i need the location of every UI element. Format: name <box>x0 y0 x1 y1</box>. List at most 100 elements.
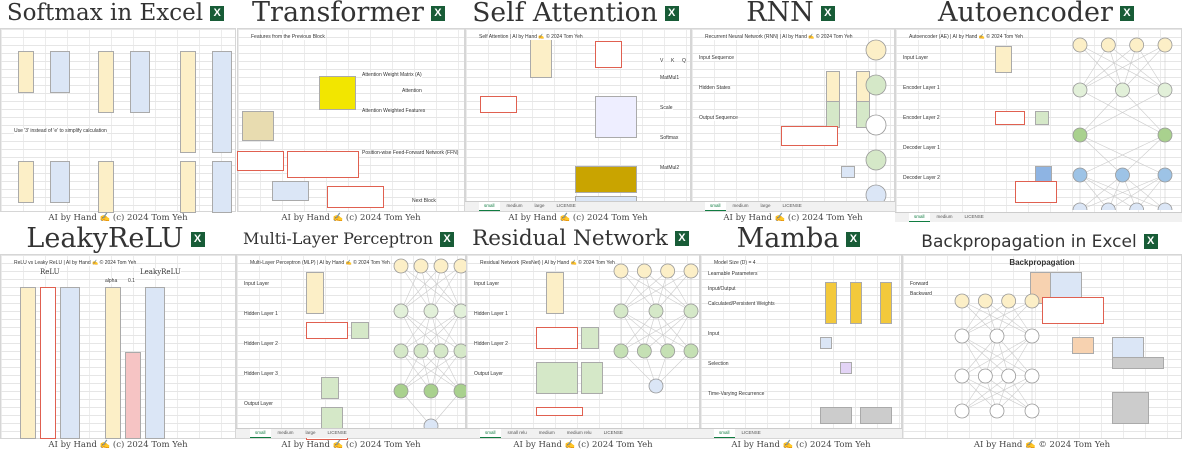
sheet-tab[interactable]: LICENSE <box>741 430 761 435</box>
excel-icon: X <box>663 2 686 26</box>
edge <box>1108 44 1123 91</box>
edge <box>620 350 657 387</box>
cell-block <box>18 51 34 93</box>
sheet-tab[interactable]: large <box>760 203 771 208</box>
cell-block <box>319 76 356 110</box>
edge <box>400 310 432 352</box>
edge <box>1122 174 1166 210</box>
edge <box>620 270 668 312</box>
sheet-tabs: small medium large LICENSE <box>465 201 691 211</box>
neuron-node <box>648 378 664 394</box>
edge <box>430 310 462 352</box>
edge <box>1079 134 1123 176</box>
cell-block <box>98 51 114 113</box>
edge <box>1079 174 1137 210</box>
sheet-tab[interactable]: LICENSE <box>327 430 347 435</box>
neuron-node <box>865 39 887 61</box>
edge <box>961 375 1009 412</box>
edge <box>400 390 432 427</box>
neuron-node <box>393 303 409 319</box>
sheet-tab[interactable]: LICENSE <box>603 430 623 435</box>
edge <box>1122 44 1166 91</box>
edge <box>1108 174 1166 210</box>
sheet-tab[interactable]: LICENSE <box>556 203 576 208</box>
neuron-node <box>954 293 970 309</box>
edge <box>655 310 692 352</box>
tile-title: Residual Network <box>470 226 670 251</box>
sheet-tab[interactable]: medium <box>732 203 749 208</box>
edge <box>420 265 432 312</box>
sheet-tab[interactable]: small <box>714 429 735 438</box>
cell-block <box>595 41 622 68</box>
cell-block <box>125 352 141 439</box>
sheet-label: Next Block <box>412 198 436 204</box>
sheet-tab[interactable]: LICENSE <box>964 214 984 219</box>
cell-block <box>20 287 36 439</box>
sheet-label: Q <box>682 58 686 64</box>
edge <box>620 310 692 352</box>
edge <box>1079 44 1137 91</box>
edge <box>400 265 462 312</box>
neuron-node <box>1115 82 1130 98</box>
neuron-node <box>1072 37 1088 53</box>
sheet-header: Model Size (D) = 4 <box>714 260 756 266</box>
sheet-tab[interactable]: LICENSE <box>782 203 802 208</box>
cell-block <box>306 322 348 339</box>
sheet-tab[interactable]: medium <box>538 430 555 435</box>
sheet-label: K <box>671 58 675 64</box>
neuron-node <box>433 258 449 274</box>
sheet-label: Hidden States <box>699 85 731 91</box>
neuron-node <box>977 293 993 309</box>
edge <box>1079 174 1166 210</box>
edge <box>430 350 462 392</box>
sheet-label: Calculated/Persistent Weights <box>708 301 775 307</box>
cell-block <box>536 362 578 394</box>
edge <box>400 310 442 352</box>
cell-block <box>60 287 80 439</box>
neuron-node <box>613 343 629 359</box>
sheet-tab[interactable]: small <box>479 202 500 211</box>
sheet-tab[interactable]: large <box>305 430 316 435</box>
cell-block <box>581 327 599 349</box>
sheet-label: Encoder Layer 1 <box>903 85 940 91</box>
sheet-tab[interactable]: small <box>480 429 501 438</box>
cell-block <box>321 377 339 399</box>
cell-block <box>880 282 892 324</box>
sheet-tab[interactable]: medium relu <box>566 430 592 435</box>
sheet-label: Output Layer <box>244 401 273 407</box>
sheet-tab[interactable]: small <box>909 213 930 222</box>
sheet-label: Hidden Layer 2 <box>244 341 278 347</box>
sheet-label: 0.1 <box>128 278 135 284</box>
tile-title: Backpropagation in Excel <box>919 232 1139 252</box>
sheet-tab[interactable]: small <box>250 429 271 438</box>
sheet-tab[interactable]: medium <box>936 214 953 219</box>
sheet-tabs: small LICENSE <box>700 428 902 438</box>
neuron-node <box>453 258 466 274</box>
edge <box>400 310 422 352</box>
neuron-node <box>1157 202 1173 210</box>
tile-title: Mamba <box>734 226 842 254</box>
sheet-tabs: small medium large LICENSE <box>236 428 466 438</box>
sheet-tab[interactable]: small <box>705 202 726 211</box>
sheet-tab[interactable]: small relu <box>507 430 527 435</box>
sheet-tab[interactable]: medium <box>277 430 294 435</box>
sheet-header: Backpropagation <box>1009 258 1075 267</box>
edge <box>961 335 1009 377</box>
neuron-node <box>636 263 652 279</box>
edge <box>667 310 692 352</box>
neuron-node <box>1129 37 1145 53</box>
sheet-tab[interactable]: large <box>534 203 545 208</box>
sheet-tab[interactable]: medium <box>506 203 523 208</box>
neuron-node <box>989 403 1005 419</box>
network-diagram <box>865 39 887 206</box>
